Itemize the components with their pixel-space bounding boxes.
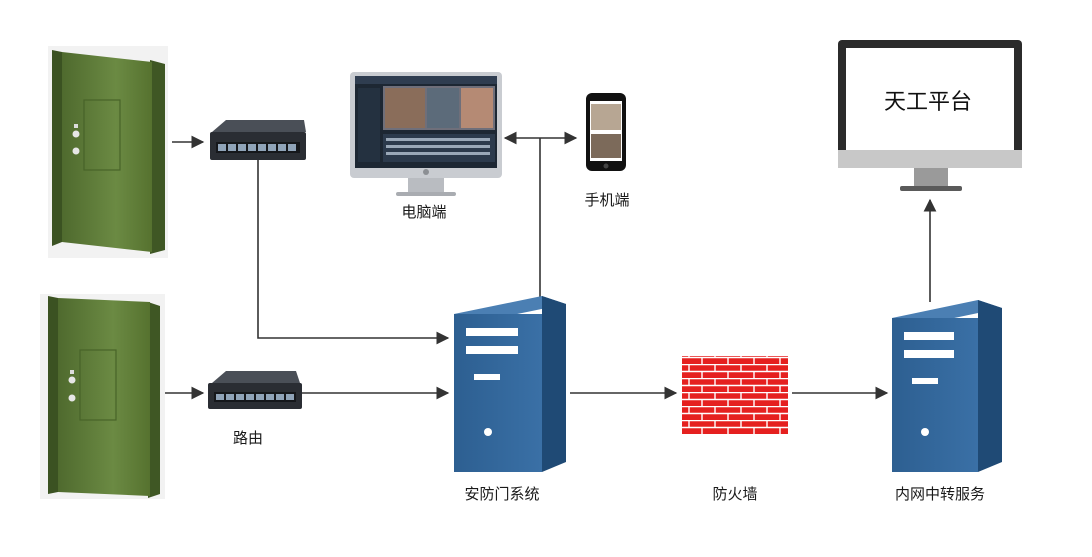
phone-label: 手机端 (584, 191, 630, 209)
door-icon (48, 46, 168, 258)
network-switch-icon (210, 120, 306, 160)
server-tower-icon (454, 296, 566, 472)
firewall-label: 防火墙 (712, 485, 758, 503)
server-tower-icon (892, 300, 1002, 472)
security-system-label: 安防门系统 (464, 485, 540, 503)
desktop-monitor-icon (838, 40, 1022, 191)
pc-label: 电脑端 (401, 203, 447, 221)
platform-screen-label: 天工平台 (883, 90, 972, 115)
firewall-icon (682, 356, 788, 434)
network-switch-icon (208, 371, 302, 409)
door-icon (40, 294, 165, 499)
switch1-to-security-system-line (257, 160, 450, 345)
router-label: 路由 (232, 429, 264, 447)
connections (165, 131, 937, 400)
relay-server-label: 内网中转服务 (894, 485, 986, 503)
smartphone-icon (586, 93, 626, 171)
desktop-monitor-icon (350, 72, 502, 196)
